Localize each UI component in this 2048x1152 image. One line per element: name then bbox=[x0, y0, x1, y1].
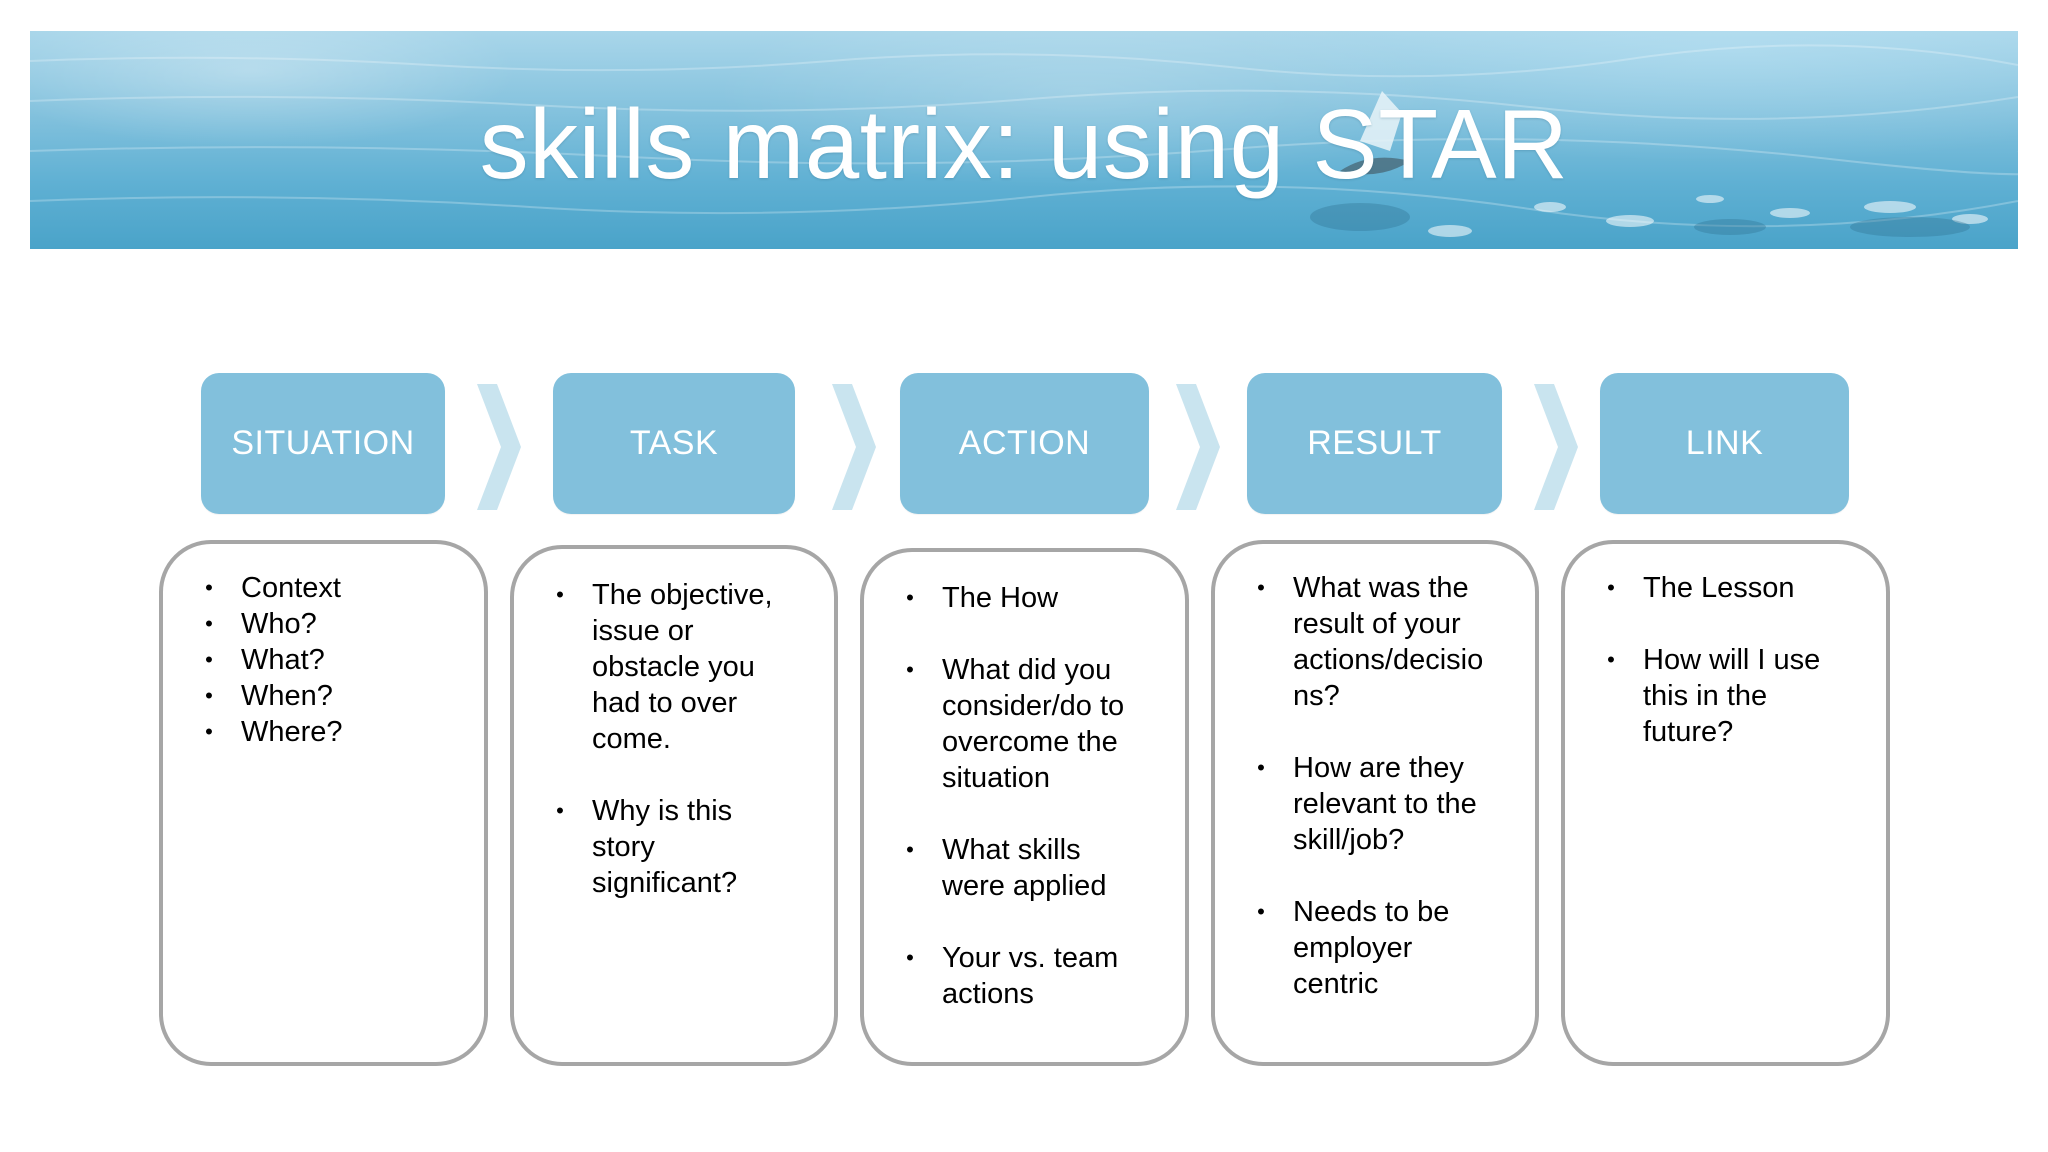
list-item: •Why is this story significant? bbox=[556, 795, 738, 899]
action-bullet-list: •The How •What did you consider/do to ov… bbox=[864, 580, 1185, 1012]
result-box: •What was the result of your actions/dec… bbox=[1211, 540, 1539, 1066]
list-item: •What was the result of your actions/dec… bbox=[1257, 572, 1484, 712]
list-item: •Who? bbox=[205, 608, 317, 640]
list-item: •How will I use this in the future? bbox=[1607, 644, 1821, 748]
situation-bullet-list: •Context •Who? •What? •When? •Where? bbox=[163, 570, 484, 750]
list-item: •What skills were applied bbox=[906, 834, 1107, 902]
list-item: •Your vs. team actions bbox=[906, 942, 1119, 1010]
list-item: •The Lesson bbox=[1607, 572, 1795, 604]
page-title: skills matrix: using STAR bbox=[479, 89, 1569, 199]
list-item: •What did you consider/do to overcome th… bbox=[906, 654, 1125, 794]
list-item: •Needs to be employer centric bbox=[1257, 896, 1450, 1000]
title-banner: skills matrix: using STAR bbox=[30, 31, 2018, 249]
list-item: •When? bbox=[205, 680, 333, 712]
link-box: •The Lesson •How will I use this in the … bbox=[1561, 540, 1890, 1066]
list-item: •What? bbox=[205, 644, 325, 676]
list-item: •Context bbox=[205, 572, 341, 604]
list-item: •The objective, issue or obstacle you ha… bbox=[556, 579, 773, 755]
action-box: •The How •What did you consider/do to ov… bbox=[860, 548, 1189, 1066]
chevron-right-icon bbox=[1534, 384, 1578, 510]
list-item: •How are they relevant to the skill/job? bbox=[1257, 752, 1477, 856]
step-header-action: ACTION bbox=[900, 373, 1149, 514]
step-header-task: TASK bbox=[553, 373, 795, 514]
step-header-result: RESULT bbox=[1247, 373, 1502, 514]
water-background-icon bbox=[30, 44, 2018, 237]
task-box: •The objective, issue or obstacle you ha… bbox=[510, 545, 838, 1066]
chevron-right-icon bbox=[832, 384, 876, 510]
step-header-link: LINK bbox=[1600, 373, 1849, 514]
chevron-right-icon bbox=[1176, 384, 1220, 510]
situation-box: •Context •Who? •What? •When? •Where? bbox=[159, 540, 488, 1066]
list-item: •Where? bbox=[205, 716, 343, 748]
seagull-icon bbox=[1340, 91, 1410, 175]
result-bullet-list: •What was the result of your actions/dec… bbox=[1215, 570, 1535, 1002]
list-item: •The How bbox=[906, 582, 1059, 614]
link-bullet-list: •The Lesson •How will I use this in the … bbox=[1565, 570, 1886, 750]
chevron-right-icon bbox=[477, 384, 521, 510]
task-bullet-list: •The objective, issue or obstacle you ha… bbox=[514, 577, 834, 901]
step-header-situation: SITUATION bbox=[201, 373, 445, 514]
